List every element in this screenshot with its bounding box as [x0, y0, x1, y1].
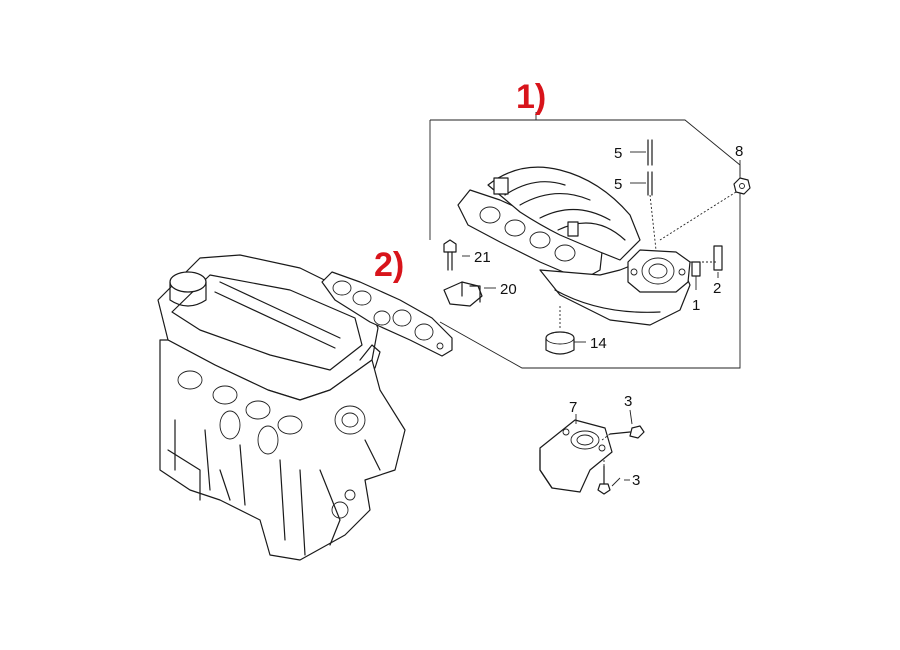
throttle-bracket-parts	[539, 419, 645, 495]
engine-block-drawing	[157, 254, 406, 561]
callout-8: 8	[735, 143, 743, 160]
nut-part	[659, 160, 751, 241]
callout-3-upper: 3	[624, 393, 632, 410]
callout-20: 20	[500, 281, 517, 298]
callout-7: 7	[569, 399, 577, 416]
intake-manifold-drawing	[457, 166, 691, 326]
stud-parts	[647, 139, 657, 251]
callout-2: 2	[713, 280, 721, 297]
callout-14: 14	[590, 335, 607, 352]
callout-1: 1	[692, 297, 700, 314]
leader-lines	[462, 151, 719, 487]
callout-5-lower: 5	[614, 176, 622, 193]
bolt-and-bracket-parts	[443, 239, 483, 307]
sensor-stud-parts	[690, 245, 723, 290]
cap-part	[545, 306, 575, 355]
callout-21: 21	[474, 249, 491, 266]
intake-gasket-drawing	[321, 271, 453, 357]
marker-manifold-gasket: 2)	[374, 246, 404, 284]
callout-5-upper: 5	[614, 145, 622, 162]
marker-manifold-assembly: 1)	[516, 78, 546, 116]
manifold-assembly-frame	[429, 112, 741, 369]
callout-3-lower: 3	[632, 472, 640, 489]
